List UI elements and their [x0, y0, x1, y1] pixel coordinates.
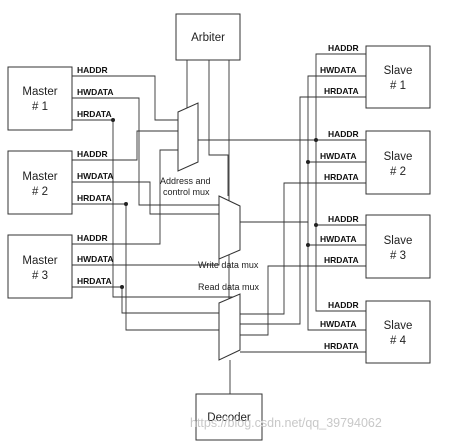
master-3-haddr-label: HADDR: [77, 233, 108, 243]
master-3-number: # 3: [32, 270, 48, 282]
slave-3-haddr-label: HADDR: [328, 214, 359, 224]
junction-dot: [314, 138, 318, 142]
master-2-hrdata-label: HRDATA: [77, 193, 112, 203]
slave-1-block: Slave # 1: [365, 45, 431, 109]
slave-1-hwdata-label: HWDATA: [320, 65, 357, 75]
address-control-mux: [177, 102, 199, 172]
address-mux-label-line1: Address and: [160, 176, 211, 186]
slave-3-number: # 3: [390, 250, 406, 262]
slave-2-hwdata-label: HWDATA: [320, 151, 357, 161]
slave-1-hrdata-label: HRDATA: [324, 86, 359, 96]
slave-4-haddr-label: HADDR: [328, 300, 359, 310]
junction-dot: [306, 243, 310, 247]
master-3-block: Master # 3: [7, 234, 73, 299]
slave-4-block: Slave # 4: [365, 300, 431, 364]
junction-dots: [111, 118, 318, 289]
master-1-block: Master # 1: [7, 66, 73, 131]
junction-dot: [111, 118, 115, 122]
slave-2-hrdata-label: HRDATA: [324, 172, 359, 182]
slave-4-number: # 4: [390, 335, 407, 347]
watermark-text: https://blog.csdn.net/qq_39794062: [190, 416, 382, 430]
write-mux-label: Write data mux: [198, 260, 259, 270]
slave-1-number: # 1: [390, 80, 406, 92]
slave-3-hwdata-label: HWDATA: [320, 234, 357, 244]
master-3-hwdata-label: HWDATA: [77, 254, 114, 264]
decoder-label: Decoder: [207, 412, 251, 424]
master-3-label: Master: [22, 255, 57, 267]
slave-2-label: Slave: [384, 151, 413, 163]
read-data-mux: [218, 293, 241, 361]
arbiter-block: Arbiter: [175, 13, 241, 61]
arbiter-label: Arbiter: [191, 32, 225, 44]
slave-3-block: Slave # 3: [365, 214, 431, 279]
slave-3-hrdata-label: HRDATA: [324, 255, 359, 265]
master-signal-labels: HADDR HWDATA HRDATA HADDR HWDATA HRDATA …: [77, 65, 114, 286]
master-1-label: Master: [22, 86, 57, 98]
master-1-number: # 1: [32, 101, 48, 113]
slave-2-number: # 2: [390, 166, 406, 178]
master-2-haddr-label: HADDR: [77, 149, 108, 159]
slave-signal-labels: HADDR HWDATA HRDATA HADDR HWDATA HRDATA …: [320, 43, 359, 351]
slave-4-hrdata-label: HRDATA: [324, 341, 359, 351]
slave-4-label: Slave: [384, 320, 413, 332]
mux-labels: Address and control mux Write data mux R…: [160, 176, 260, 292]
junction-dot: [314, 223, 318, 227]
master-1-hrdata-label: HRDATA: [77, 109, 112, 119]
slave-2-haddr-label: HADDR: [328, 129, 359, 139]
write-data-mux: [218, 195, 241, 260]
slave-3-label: Slave: [384, 235, 413, 247]
master-1-hwdata-label: HWDATA: [77, 87, 114, 97]
read-mux-label: Read data mux: [198, 282, 260, 292]
slave-1-haddr-label: HADDR: [328, 43, 359, 53]
junction-dot: [306, 160, 310, 164]
master-2-label: Master: [22, 171, 57, 183]
master-2-block: Master # 2: [7, 150, 73, 215]
master-3-hrdata-label: HRDATA: [77, 276, 112, 286]
master-2-number: # 2: [32, 186, 48, 198]
slave-1-label: Slave: [384, 65, 413, 77]
slave-4-hwdata-label: HWDATA: [320, 319, 357, 329]
master-1-haddr-label: HADDR: [77, 65, 108, 75]
address-mux-label-line2: control mux: [163, 187, 210, 197]
junction-dot: [120, 285, 124, 289]
slave-2-block: Slave # 2: [365, 130, 431, 195]
junction-dot: [124, 202, 128, 206]
master-2-hwdata-label: HWDATA: [77, 171, 114, 181]
decoder-block: Decoder: [195, 393, 263, 441]
